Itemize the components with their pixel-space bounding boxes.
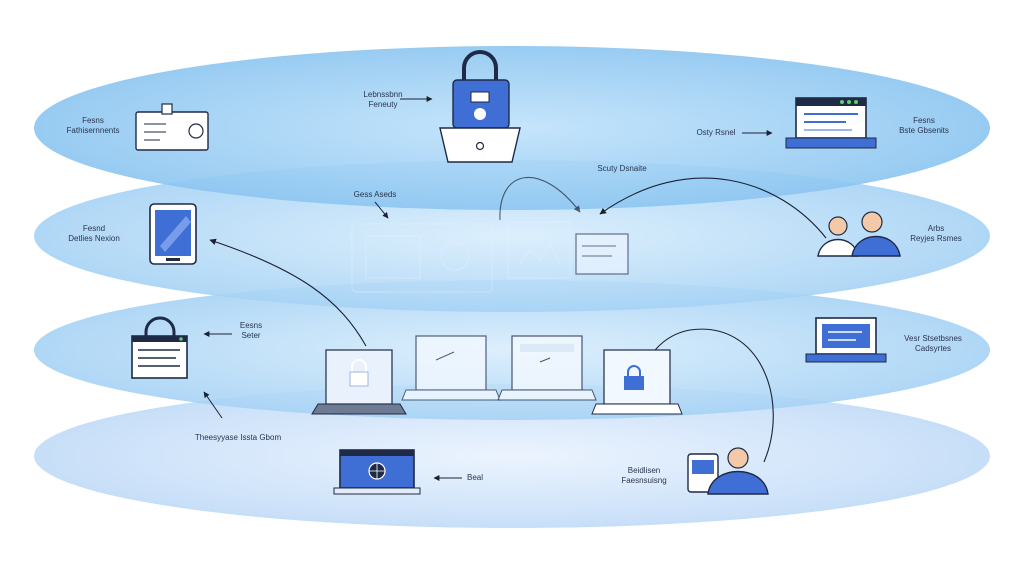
padlock-icon <box>439 50 521 163</box>
connector-user <box>647 328 774 463</box>
arrow-bottom-left <box>203 391 223 419</box>
label-layer2-right: Arbs Reyjes Rsmes <box>910 224 962 243</box>
laptop-icon <box>805 317 887 363</box>
id-card-icon <box>135 103 209 151</box>
connector-people <box>599 177 827 239</box>
label-top-left: Fesns Fathisernnents <box>66 116 120 135</box>
connector-center <box>499 176 581 221</box>
user-badge-icon <box>687 447 769 495</box>
label-bottom-right: Beidlisen Faesnsuisng <box>621 466 667 485</box>
label-top-right-arrow: Osty Rsnel <box>696 128 736 137</box>
arrow-layer2-center <box>374 201 389 219</box>
laptop-icon <box>497 335 597 401</box>
label-layer2-center: Gess Aseds <box>353 190 397 199</box>
monitor-globe-icon <box>333 449 421 495</box>
tablet-icon <box>149 203 197 265</box>
label-top-right: Fesns Bste Gbsenits <box>899 116 949 135</box>
laptop-lock-icon <box>591 349 683 415</box>
label-mid-center: Scuty Dsnaite <box>597 164 647 173</box>
label-layer3-left: Eesns Seter <box>239 321 263 340</box>
monitor-icon <box>575 233 629 275</box>
secure-document-icon <box>131 316 188 379</box>
connector-tablet <box>209 238 367 347</box>
laptop-icon <box>401 335 501 401</box>
monitor-icon <box>785 97 877 149</box>
faint-center-group <box>351 221 571 293</box>
people-icon <box>817 211 901 257</box>
label-top-center: Lebnssbnn Feneuty <box>363 90 403 109</box>
label-bottom-left: Theesyyase Issta Gbom <box>194 433 282 442</box>
laptop-icon <box>311 349 407 415</box>
label-bottom-center: Beal <box>466 473 483 482</box>
label-layer2-left: Fesnd Detlies Nexion <box>68 224 120 243</box>
label-layer3-right: Vesr Stsetbsnes Cadsyrtes <box>904 334 962 353</box>
